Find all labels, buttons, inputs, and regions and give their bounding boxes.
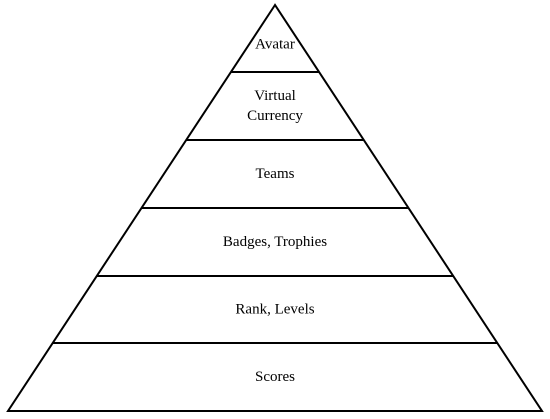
tier-label: Badges, Trophies bbox=[223, 234, 327, 250]
tier-label: Avatar bbox=[255, 37, 295, 53]
tier-label: Scores bbox=[255, 369, 295, 385]
tier-dividers bbox=[52, 71, 498, 344]
tier-label: Currency bbox=[247, 108, 303, 124]
tier-label: Rank, Levels bbox=[235, 302, 314, 318]
tier-label: Teams bbox=[256, 166, 295, 182]
tier-label: Virtual bbox=[254, 88, 296, 104]
